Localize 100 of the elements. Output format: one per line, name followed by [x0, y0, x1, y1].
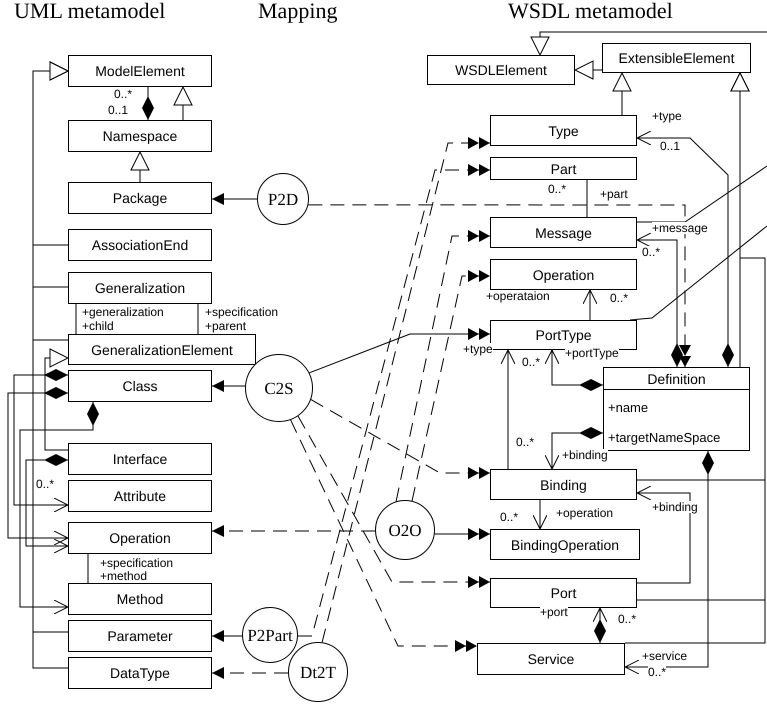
connector: [612, 72, 632, 116]
class-box: [477, 643, 625, 675]
connector: [20, 402, 99, 614]
connector: [412, 270, 490, 502]
role-label: 0..*: [610, 292, 628, 304]
role-label: +operataion: [486, 290, 550, 302]
class-name: DataType: [110, 666, 170, 680]
role-label: +operation: [556, 507, 614, 519]
role-label: +generalization: [82, 306, 164, 318]
class-name: Part: [550, 162, 576, 176]
connector: [624, 450, 714, 674]
role-label: 0..*: [618, 613, 636, 625]
connector: [582, 290, 598, 320]
connector: [297, 164, 490, 636]
attribute-text: +targetNameSpace: [608, 430, 720, 445]
connector: [298, 416, 490, 588]
connector: [636, 130, 734, 368]
role-label: +binding: [652, 501, 698, 513]
connector: [212, 525, 376, 537]
connector: [308, 328, 490, 374]
connector: [14, 369, 68, 512]
class-name: ModelElement: [95, 64, 185, 78]
class-box: [490, 217, 637, 248]
class-box: [68, 522, 212, 554]
class-box: [68, 55, 212, 87]
role-label: 0..*: [522, 356, 540, 368]
class-box: [602, 43, 751, 73]
connector: [212, 630, 243, 642]
class-box: [68, 370, 212, 402]
role-label: 0..1: [660, 140, 680, 152]
mapping-name: C2S: [264, 380, 294, 396]
class-box: [427, 55, 575, 85]
section-heading: Mapping: [258, 0, 338, 22]
mapping-name: P2Part: [247, 626, 293, 644]
role-label: 0..*: [36, 478, 54, 490]
connector: [130, 152, 150, 182]
role-label: +portType: [565, 347, 619, 359]
role-label: 0..*: [114, 88, 132, 100]
connector: [636, 232, 683, 368]
role-label: +specification: [100, 557, 174, 569]
class-name: Binding: [540, 478, 587, 492]
connector: [544, 350, 604, 391]
role-label: +type: [463, 343, 493, 355]
role-label: 0..*: [642, 246, 660, 258]
connector: [8, 387, 68, 546]
connector: [310, 399, 490, 479]
class-name: ExtensibleElement: [618, 51, 734, 65]
class-name: Definition: [647, 372, 706, 386]
role-label: +port: [540, 606, 568, 618]
connector: [322, 137, 490, 643]
class-box: [68, 583, 212, 615]
class-name: Attribute: [114, 489, 166, 503]
role-label: +type: [652, 110, 682, 122]
connector: [574, 60, 602, 80]
class-name: AssociationEnd: [92, 238, 188, 252]
class-name: Interface: [112, 452, 168, 466]
role-label: +part: [600, 188, 628, 200]
connector: [532, 500, 548, 530]
class-box: [490, 529, 640, 560]
connector: [636, 166, 767, 222]
connector: [434, 528, 490, 540]
role-label: +message: [652, 222, 708, 234]
connector: [212, 667, 289, 679]
class-name: Method: [116, 592, 164, 606]
class-box: [490, 157, 637, 180]
role-label: 0..*: [548, 183, 566, 195]
class-box: [490, 259, 637, 290]
connector: [290, 419, 478, 652]
class-box: [68, 443, 212, 475]
class-name: Parameter: [107, 629, 173, 643]
role-label: 0..*: [500, 511, 518, 523]
class-box: [68, 120, 212, 152]
connector: [500, 350, 516, 470]
class-box: [68, 657, 212, 689]
class-name: Message: [535, 226, 592, 240]
connector: [586, 180, 588, 218]
connector: [592, 608, 608, 644]
class-name: Service: [528, 652, 574, 666]
connector: [630, 226, 767, 320]
role-label: +service: [642, 650, 688, 662]
class-name: Port: [550, 586, 576, 600]
connector: [636, 486, 690, 584]
connector: [308, 204, 691, 368]
class-name: Namespace: [102, 129, 178, 143]
role-label: 0..*: [516, 436, 534, 448]
class-name: PortType: [535, 328, 592, 342]
mapping-name: O2O: [388, 522, 422, 538]
connector: [624, 72, 766, 644]
role-label: +method: [100, 570, 148, 582]
class-name: Operation: [109, 531, 171, 545]
connector: [396, 230, 490, 502]
class-name: Generalization: [94, 281, 186, 295]
section-heading: UML metamodel: [14, 0, 166, 22]
class-box: [68, 480, 212, 512]
class-box: [490, 115, 637, 146]
class-name: Type: [548, 124, 579, 138]
class-box: [603, 367, 750, 451]
section-heading: WSDL metamodel: [508, 0, 673, 22]
connector: [212, 380, 246, 392]
class-box: [68, 182, 212, 214]
